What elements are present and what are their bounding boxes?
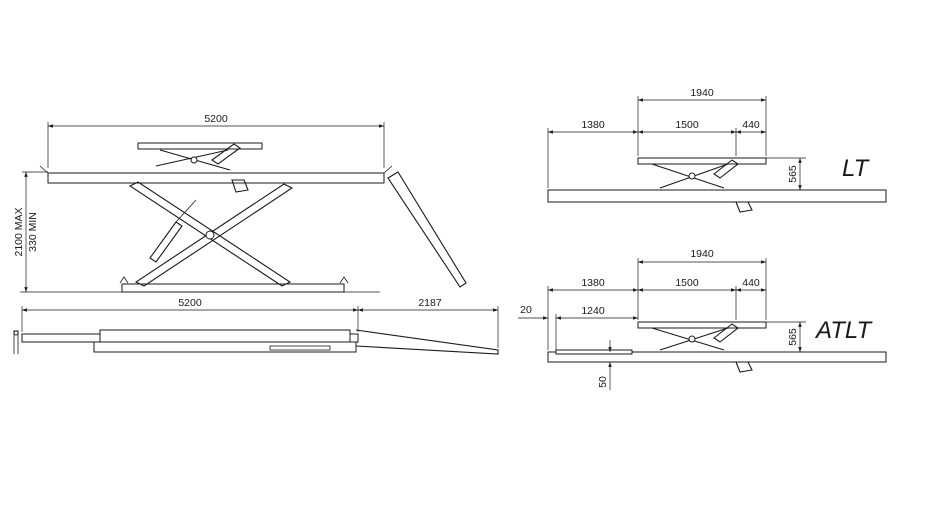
- lt-view: 1940 1380 1500 440 565 LT: [547, 87, 887, 213]
- lt-overall-dim: 1940: [690, 87, 714, 99]
- height-max-dim: 2100 MAX: [13, 207, 25, 256]
- atlt-overall-dim: 1940: [690, 248, 714, 260]
- side-length-dim: 5200: [204, 113, 228, 125]
- atlt-gap-dim: 20: [520, 304, 532, 316]
- atlt-extension-dim: 440: [742, 277, 760, 289]
- ramp-length-dim: 2187: [418, 297, 442, 309]
- top-view: 5200 2187: [13, 297, 499, 355]
- lt-offset-dim: 1380: [581, 119, 605, 131]
- atlt-height-dim: 565: [787, 328, 799, 346]
- height-min-dim: 330 MIN: [27, 212, 39, 252]
- top-length-dim: 5200: [178, 297, 202, 309]
- lt-platform-dim: 1500: [675, 119, 699, 131]
- atlt-label: ATLT: [814, 317, 873, 344]
- lt-label: LT: [842, 155, 871, 182]
- lt-extension-dim: 440: [742, 119, 760, 131]
- atlt-offset-dim: 1380: [581, 277, 605, 289]
- atlt-inset-dim: 1240: [581, 305, 605, 317]
- side-view: 5200 2100 MAX 330 MIN: [13, 113, 467, 293]
- lt-height-dim: 565: [787, 165, 799, 183]
- atlt-platform-dim: 1500: [675, 277, 699, 289]
- atlt-view: 1940 1380 1500 440 1240 20 565 50 ATLT: [518, 248, 887, 390]
- atlt-thickness-dim: 50: [597, 376, 609, 388]
